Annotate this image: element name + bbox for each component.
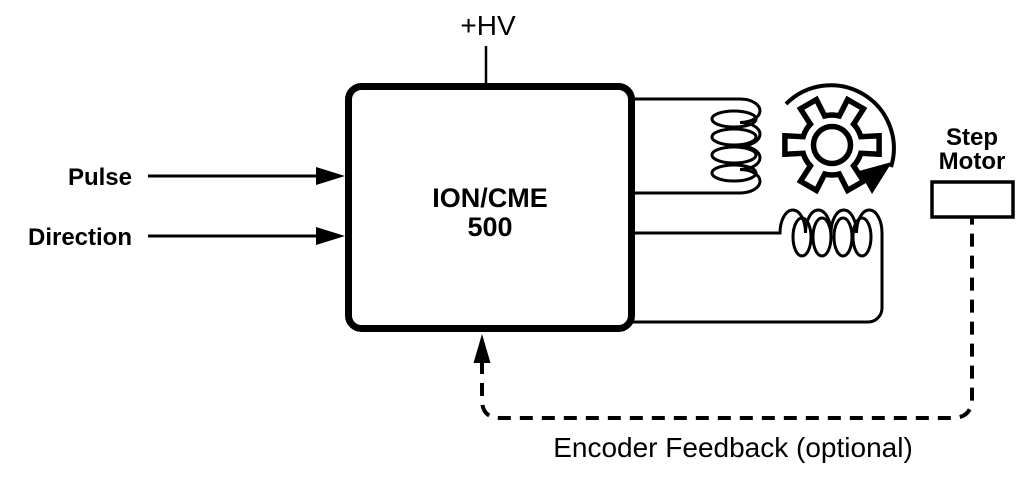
encoder-feedback-arrowhead-icon — [473, 334, 491, 363]
vertical-coil-icon — [630, 97, 762, 195]
pulse-arrowhead-icon — [316, 167, 345, 185]
encoder-feedback-path — [480, 218, 974, 420]
pulse-label: Pulse — [68, 164, 132, 191]
encoder-feedback-label: Encoder Feedback (optional) — [553, 432, 913, 463]
controller-box — [345, 83, 635, 332]
step-motor-label-line1: Step — [946, 124, 998, 151]
step-motor-box — [930, 180, 1015, 219]
direction-arrow — [148, 227, 345, 245]
horizontal-coil-icon — [630, 208, 884, 324]
clockwise-rotation-arrow-icon — [784, 83, 896, 194]
pulse-arrow — [148, 167, 345, 185]
controller-name-line2: 500 — [467, 212, 512, 242]
gear-icon — [782, 95, 882, 195]
direction-label: Direction — [28, 224, 132, 251]
hv-label: +HV — [460, 10, 516, 41]
direction-arrowhead-icon — [316, 227, 345, 245]
controller-name-line1: ION/CME — [432, 183, 548, 213]
step-motor-label-line2: Motor — [939, 148, 1006, 175]
